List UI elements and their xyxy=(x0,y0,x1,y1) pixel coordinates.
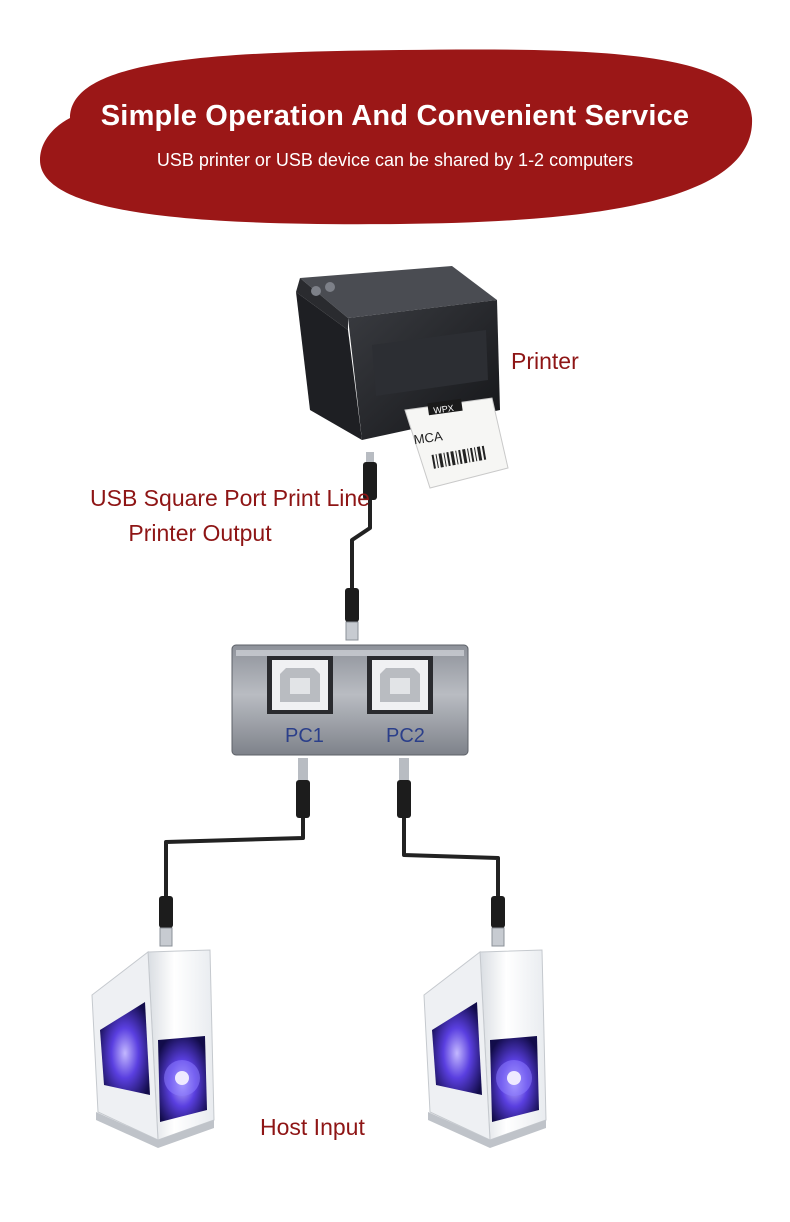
printer-icon: WPX MCA xyxy=(296,266,509,489)
banner-subtitle: USB printer or USB device can be shared … xyxy=(156,150,634,170)
printer-label: Printer xyxy=(511,348,579,374)
paper-label-brand: WPX xyxy=(433,403,455,416)
pc-tower-icon-2 xyxy=(423,949,547,1148)
usb-switch-box xyxy=(231,644,469,756)
usb-cable-pc1 xyxy=(159,758,310,947)
paper-label-text: MCA xyxy=(413,428,444,447)
banner-title: Simple Operation And Convenient Service xyxy=(100,100,690,132)
usb-cable-printer xyxy=(345,452,377,641)
cable-label-line2: Printer Output xyxy=(128,520,272,546)
cable-label-line1: USB Square Port Print Line xyxy=(90,485,370,511)
host-input-label: Host Input xyxy=(260,1114,365,1140)
pc-tower-icon-1 xyxy=(91,949,215,1148)
port-label-pc2: PC2 xyxy=(386,725,425,747)
paper-label xyxy=(404,397,509,489)
banner-background xyxy=(40,49,753,225)
usb-cable-pc2 xyxy=(397,758,505,947)
port-label-pc1: PC1 xyxy=(285,725,324,747)
